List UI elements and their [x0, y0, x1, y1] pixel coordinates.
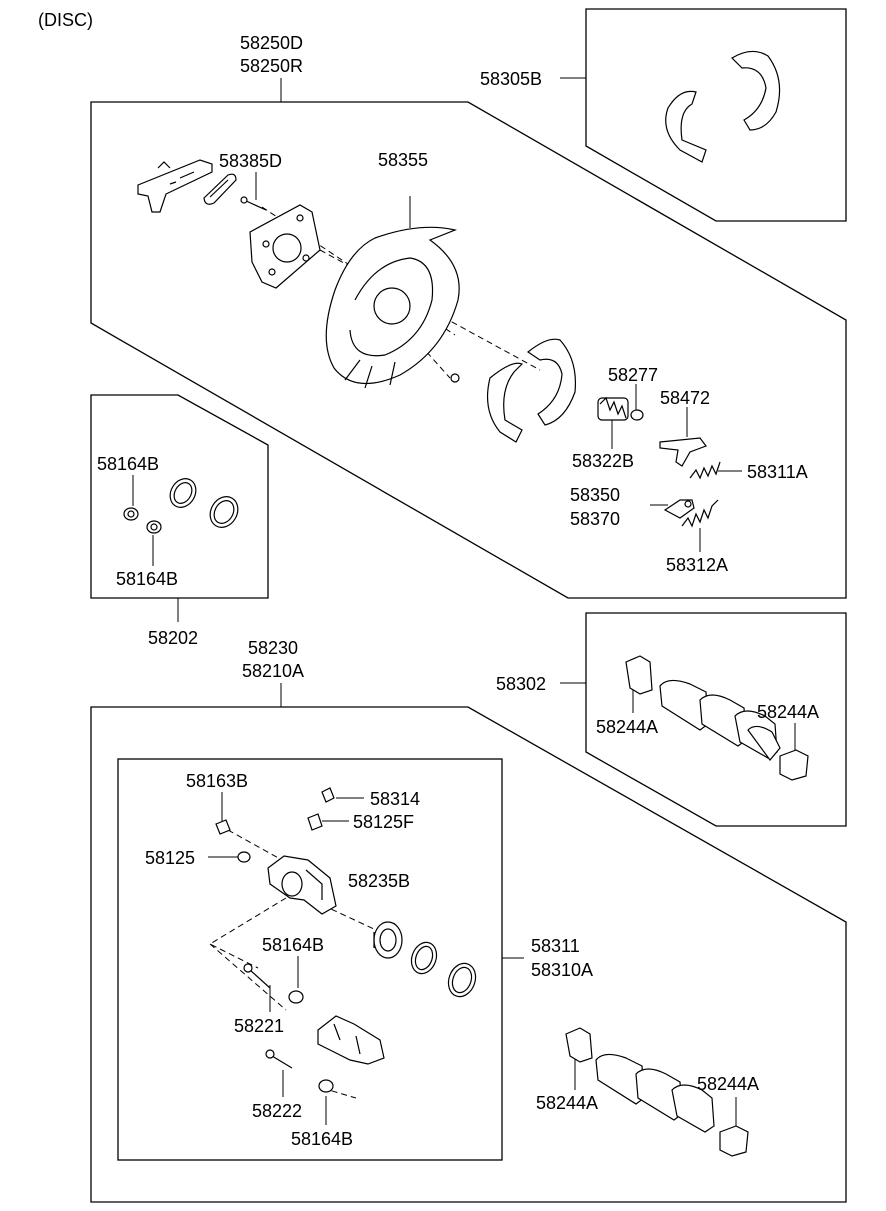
parking-brake-assembly-frame: [90, 101, 847, 599]
anchor-plate-icon: [249, 204, 321, 289]
bolt-icon: [240, 196, 267, 211]
callout-58163B: 58163B: [186, 771, 248, 791]
callout-58244A-pad-lower-left: 58244A: [536, 1093, 598, 1113]
piston-seal-icon: [169, 478, 197, 508]
callout-58250D: 58250D: [240, 33, 303, 53]
callout-58302: 58302: [496, 674, 546, 694]
pad-shim-lower-right-icon: [719, 1125, 749, 1157]
callout-58277: 58277: [608, 365, 658, 385]
adjuster-assembly-icon: [663, 499, 695, 519]
callout-58125: 58125: [145, 848, 195, 868]
dust-boot-icon: [209, 496, 239, 528]
callout-58314: 58314: [370, 789, 420, 809]
pad-shim-lower-left-icon: [565, 1027, 593, 1063]
guide-bushing-upper-icon: [123, 507, 139, 521]
callout-58164B-seal-lower: 58164B: [116, 569, 178, 589]
adjuster-spring-icon: [597, 396, 629, 421]
callout-58312A: 58312A: [666, 555, 728, 575]
brake-pad-set-icon: [659, 679, 781, 761]
callout-58125F: 58125F: [353, 812, 414, 832]
callout-58164B-caliper-upper: 58164B: [262, 935, 324, 955]
dust-boot-caliper-icon: [447, 962, 477, 998]
callout-58322B: 58322B: [572, 451, 634, 471]
callout-58305B: 58305B: [480, 69, 542, 89]
callout-58244A-pad-upper-left: 58244A: [596, 717, 658, 737]
bleeder-fitting-icon: [307, 813, 323, 831]
washer-icon: [630, 409, 644, 421]
caliper-washer-icon: [237, 851, 251, 863]
caliper-subassembly-frame: [117, 758, 503, 1161]
spacer-ring-icon: [203, 173, 237, 205]
bleeder-screw-icon: [215, 819, 231, 835]
return-spring-lower-icon: [681, 499, 719, 528]
callout-58210A: 58210A: [242, 661, 304, 681]
return-spring-upper-icon: [689, 461, 721, 480]
pad-shim-right-icon: [779, 749, 809, 781]
seal-kit-frame: [90, 394, 269, 599]
bleeder-cap-icon: [321, 787, 335, 803]
parking-brake-bracket-icon: [137, 159, 213, 213]
caliper-carrier-icon: [317, 1015, 385, 1065]
callout-58244A-pad-lower-right: 58244A: [697, 1074, 759, 1094]
callout-58244A-pad-upper-right: 58244A: [757, 702, 819, 722]
leader-lines: [132, 77, 796, 1131]
guide-bushing-caliper-lower-icon: [318, 1079, 334, 1093]
callout-58310A: 58310A: [531, 960, 593, 980]
callout-58355: 58355: [378, 150, 428, 170]
callout-58202: 58202: [148, 628, 198, 648]
callout-58221: 58221: [234, 1016, 284, 1036]
callout-58311: 58311: [531, 936, 580, 956]
backing-plate-icon: [325, 226, 460, 389]
callout-58164B-seal-upper: 58164B: [97, 454, 159, 474]
parking-lever-icon: [659, 437, 707, 467]
caliper-piston-icon: [373, 921, 403, 959]
pad-kit-frame: [585, 612, 847, 827]
parking-shoe-kit-frame: [585, 8, 847, 222]
callout-58385D: 58385D: [219, 151, 282, 171]
callout-58250R: 58250R: [240, 56, 303, 76]
callout-58235B: 58235B: [348, 871, 410, 891]
callout-58370: 58370: [570, 509, 620, 529]
brake-shoe-set-icon: [487, 338, 577, 443]
diagram-category-label: (DISC): [38, 10, 93, 30]
callout-58350: 58350: [570, 485, 620, 505]
callout-58311A: 58311A: [747, 462, 808, 482]
pad-shim-left-icon: [625, 655, 653, 695]
parking-shoe-kit-icon: [665, 50, 781, 163]
callout-58230: 58230: [248, 638, 298, 658]
guide-bushing-caliper-upper-icon: [288, 990, 304, 1004]
guide-pin-upper-icon: [243, 963, 271, 989]
backing-plate-bolt-icon: [450, 373, 460, 383]
caliper-body-icon: [267, 855, 337, 915]
brake-pad-set-lower-icon: [595, 1053, 715, 1133]
guide-pin-lower-icon: [265, 1049, 293, 1069]
caliper-assembly-frame: [90, 706, 847, 1203]
callout-58164B-caliper-lower: 58164B: [291, 1129, 353, 1149]
piston-seal-caliper-icon: [410, 941, 438, 975]
callout-58222: 58222: [252, 1101, 302, 1121]
callout-58472: 58472: [660, 388, 710, 408]
guide-bushing-lower-icon: [146, 520, 162, 534]
